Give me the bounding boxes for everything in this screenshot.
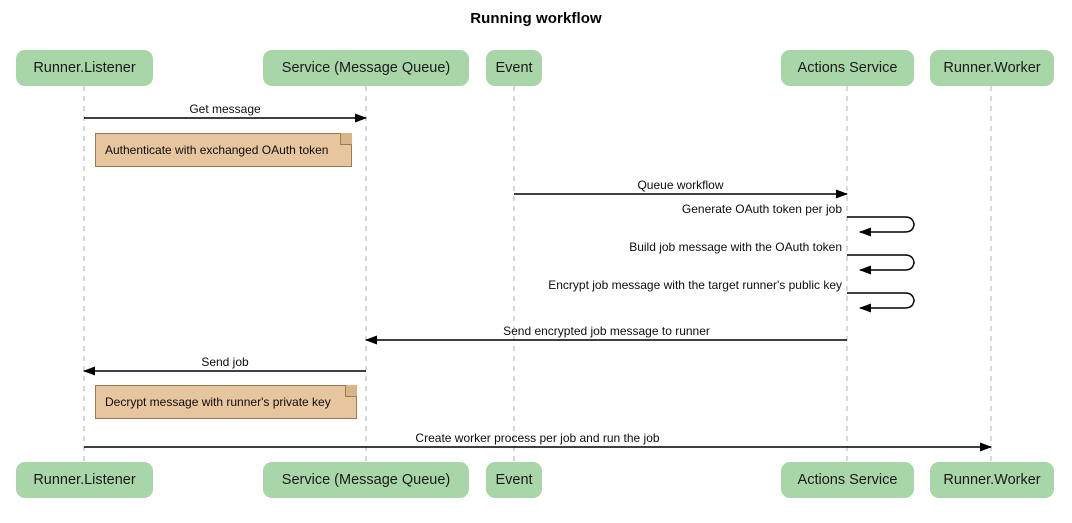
participant-service-message-queue-top[interactable]: Service (Message Queue)	[263, 50, 469, 86]
message-label-send-job: Send job	[201, 355, 249, 369]
message-label-create-worker-process: Create worker process per job and run th…	[415, 431, 660, 445]
participant-label: Actions Service	[797, 60, 898, 76]
participant-label: Service (Message Queue)	[281, 472, 451, 488]
message-label-send-encrypted-job-message: Send encrypted job message to runner	[503, 324, 710, 338]
participant-runner-listener-bottom[interactable]: Runner.Listener	[16, 462, 153, 498]
participant-runner-listener-top[interactable]: Runner.Listener	[16, 50, 153, 86]
participant-label: Event	[495, 60, 533, 76]
participant-actions-service-top[interactable]: Actions Service	[781, 50, 914, 86]
note-fold-corner-icon	[340, 133, 352, 145]
note-label: Authenticate with exchanged OAuth token	[105, 143, 329, 157]
participant-runner-worker-top[interactable]: Runner.Worker	[930, 50, 1054, 86]
note-label: Decrypt message with runner's private ke…	[105, 395, 331, 409]
message-path-generate-oauth-token	[847, 216, 915, 237]
note-fold-corner-icon	[345, 385, 357, 397]
participant-event-top[interactable]: Event	[486, 50, 542, 86]
lifelines-group	[83, 86, 992, 462]
participant-label: Runner.Listener	[33, 472, 136, 488]
message-label-build-job-message: Build job message with the OAuth token	[629, 240, 842, 254]
participant-event-bottom[interactable]: Event	[486, 462, 542, 498]
message-label-get-message: Get message	[189, 102, 261, 116]
note-decrypt-note: Decrypt message with runner's private ke…	[95, 385, 357, 419]
message-path-encrypt-job-message	[847, 292, 915, 313]
message-path-build-job-message	[847, 254, 915, 275]
participant-label: Service (Message Queue)	[281, 60, 451, 76]
note-authenticate-note: Authenticate with exchanged OAuth token	[95, 133, 352, 167]
message-label-generate-oauth-token: Generate OAuth token per job	[681, 202, 842, 216]
participant-label: Runner.Worker	[943, 60, 1041, 76]
participant-label: Actions Service	[797, 472, 898, 488]
participant-label: Runner.Listener	[33, 60, 136, 76]
participant-label: Runner.Worker	[943, 472, 1041, 488]
message-label-queue-workflow: Queue workflow	[637, 178, 724, 192]
participant-label: Event	[495, 472, 533, 488]
messages-group	[83, 113, 992, 452]
page-title: Running workflow	[470, 10, 602, 27]
participant-runner-worker-bottom[interactable]: Runner.Worker	[930, 462, 1054, 498]
message-label-encrypt-job-message: Encrypt job message with the target runn…	[548, 278, 842, 292]
participant-actions-service-bottom[interactable]: Actions Service	[781, 462, 914, 498]
participant-service-message-queue-bottom[interactable]: Service (Message Queue)	[263, 462, 469, 498]
